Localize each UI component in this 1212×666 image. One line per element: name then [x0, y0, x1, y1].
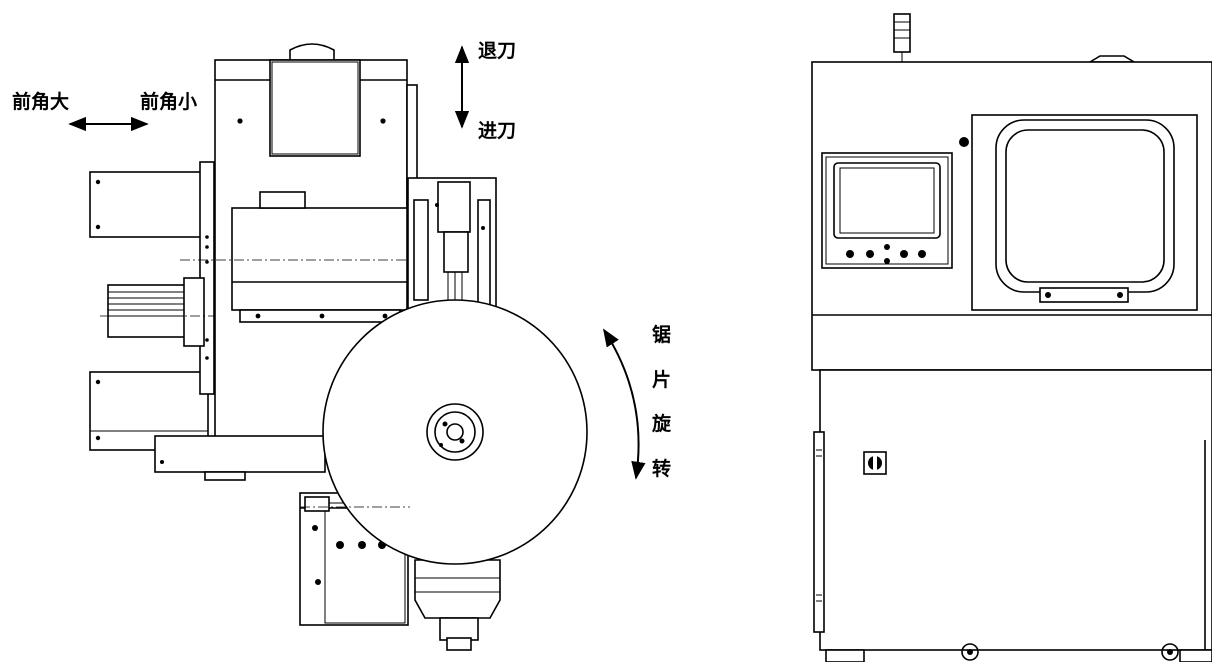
- hmi-button: [884, 258, 890, 264]
- gearbox: [231, 207, 408, 311]
- rake-small-label: 前角小: [140, 90, 197, 113]
- hmi-button: [900, 250, 908, 258]
- rotation-char-3: 旋: [651, 412, 672, 435]
- top-housing: [269, 59, 361, 157]
- feed-label: 进刀: [478, 120, 516, 142]
- rotation-char-2: 片: [652, 368, 671, 391]
- side-view: [89, 43, 588, 651]
- door-hinge: [813, 431, 825, 633]
- rotation-char-1: 锯: [652, 323, 671, 346]
- rotation-arrow: [603, 328, 646, 480]
- lower-cabinet: [819, 369, 1212, 651]
- rotation-char-4: 转: [652, 457, 671, 480]
- foot: [825, 649, 865, 663]
- upper-side-plate: [89, 171, 206, 238]
- retract-label: 退刀: [478, 40, 516, 62]
- spindle-housing: [414, 559, 501, 619]
- top-cap: [289, 43, 335, 61]
- hmi-screen: [833, 162, 941, 239]
- hmi-panel: [821, 152, 953, 269]
- foot: [1179, 649, 1212, 663]
- hmi-button: [846, 250, 854, 258]
- base-beam: [154, 435, 326, 473]
- rake-large-label: 前角大: [12, 90, 69, 113]
- foot: [1161, 643, 1179, 661]
- hmi-button: [918, 250, 926, 258]
- window-frame: [971, 114, 1198, 311]
- side-motor: [107, 284, 191, 338]
- key-switch: [959, 137, 969, 147]
- hmi-button: [884, 244, 890, 250]
- hmi-button: [866, 250, 874, 258]
- front-view: [811, 13, 1212, 663]
- foot: [961, 643, 979, 661]
- signal-tower: [893, 13, 911, 53]
